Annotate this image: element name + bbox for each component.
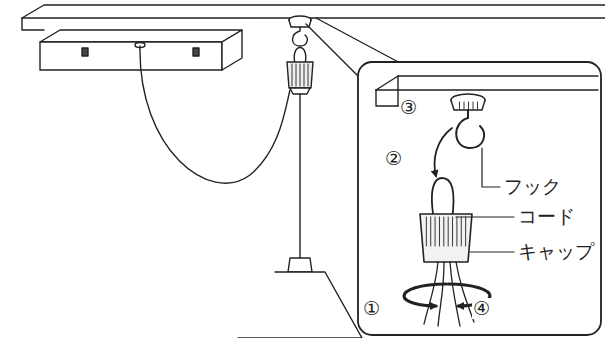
rib <box>296 64 297 86</box>
rib <box>456 217 457 246</box>
leader-line <box>456 216 514 217</box>
cap-ribs <box>426 217 465 246</box>
shade-top <box>288 258 312 272</box>
callout-number: ④ <box>472 298 491 319</box>
rib <box>477 102 478 109</box>
part-name: コード <box>517 206 576 227</box>
rib <box>448 217 449 246</box>
rib <box>464 102 465 109</box>
lamp-shade <box>238 272 362 338</box>
rib <box>292 64 293 86</box>
cord <box>140 46 290 183</box>
rib <box>461 217 462 246</box>
hook-detail <box>451 94 485 148</box>
part-name: フック <box>503 176 562 197</box>
rib <box>300 64 301 86</box>
cap <box>287 62 313 88</box>
hook <box>289 16 311 46</box>
rib <box>439 217 440 246</box>
leader-line <box>470 251 514 252</box>
rotate-arrow <box>404 284 446 306</box>
callout-number: ① <box>362 298 381 319</box>
ceiling-rail <box>22 5 605 30</box>
rib <box>459 102 460 109</box>
lamp-cord <box>299 94 300 258</box>
insert-arrow <box>435 128 452 176</box>
rib <box>443 217 444 246</box>
callout-frame <box>358 62 601 335</box>
cap-ribs <box>292 64 308 86</box>
rib <box>473 102 474 109</box>
rib <box>308 64 309 86</box>
rib <box>426 217 427 246</box>
rib <box>430 217 431 246</box>
callout-number: ② <box>384 148 403 169</box>
rib <box>465 217 466 246</box>
callout-number: ③ <box>399 97 418 118</box>
wires <box>424 262 474 326</box>
part-name: キャップ <box>517 241 595 262</box>
cap-base <box>290 88 310 94</box>
rib <box>304 64 305 86</box>
leader-line <box>482 148 500 187</box>
rib <box>435 217 436 246</box>
rib <box>452 217 453 246</box>
rib <box>468 102 469 109</box>
cap-detail <box>420 214 472 262</box>
